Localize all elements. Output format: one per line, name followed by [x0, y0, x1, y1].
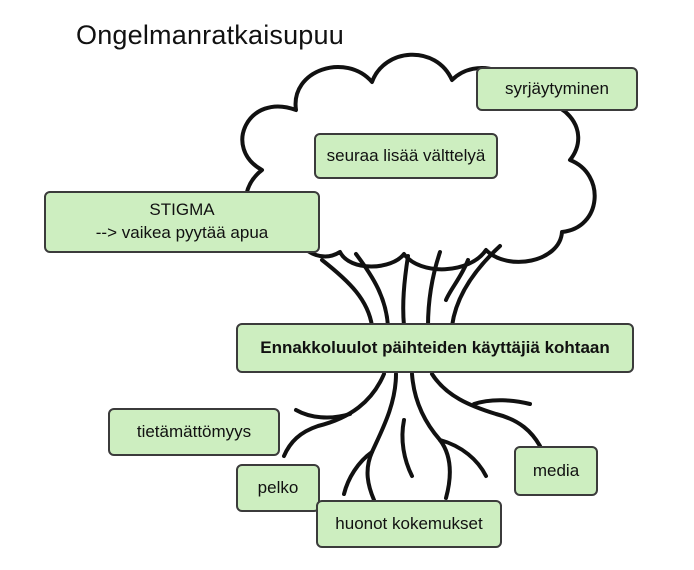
tree-trunk-center	[401, 254, 410, 328]
diagram-title: Ongelmanratkaisupuu	[76, 20, 344, 50]
tree-roots	[282, 372, 542, 502]
box-media-label: media	[532, 460, 580, 480]
box-media: media	[514, 446, 598, 496]
tree-trunk-left	[320, 258, 374, 328]
tree-trunk-right-inner	[426, 250, 442, 328]
tree-trunk-left-inner	[354, 252, 390, 328]
box-tietamattomyys: tietämättömyys	[108, 408, 280, 456]
box-syrjaytyminen: syrjäytyminen	[476, 67, 638, 111]
box-valttely: seuraa lisää välttelyä	[314, 133, 498, 179]
box-tietamattomyys-label: tietämättömyys	[136, 421, 252, 441]
box-stigma-line1: STIGMA	[149, 200, 215, 220]
box-syrjaytyminen-label: syrjäytyminen	[505, 78, 609, 98]
box-pelko-label: pelko	[257, 477, 299, 497]
box-huonot-kokemukset-label: huonot kokemukset	[335, 513, 483, 533]
tree-trunk-right	[450, 244, 502, 328]
box-huonot-kokemukset: huonot kokemukset	[316, 500, 502, 548]
box-stigma: STIGMA --> vaikea pyytää apua	[44, 191, 320, 253]
box-trunk-problem: Ennakkoluulot päihteiden käyttäjiä kohta…	[236, 323, 634, 373]
tree-branch-small	[444, 258, 470, 302]
box-pelko: pelko	[236, 464, 320, 512]
box-valttely-label: seuraa lisää välttelyä	[326, 145, 486, 165]
box-trunk-problem-label: Ennakkoluulot päihteiden käyttäjiä kohta…	[260, 337, 610, 357]
box-stigma-line2: --> vaikea pyytää apua	[95, 223, 269, 242]
